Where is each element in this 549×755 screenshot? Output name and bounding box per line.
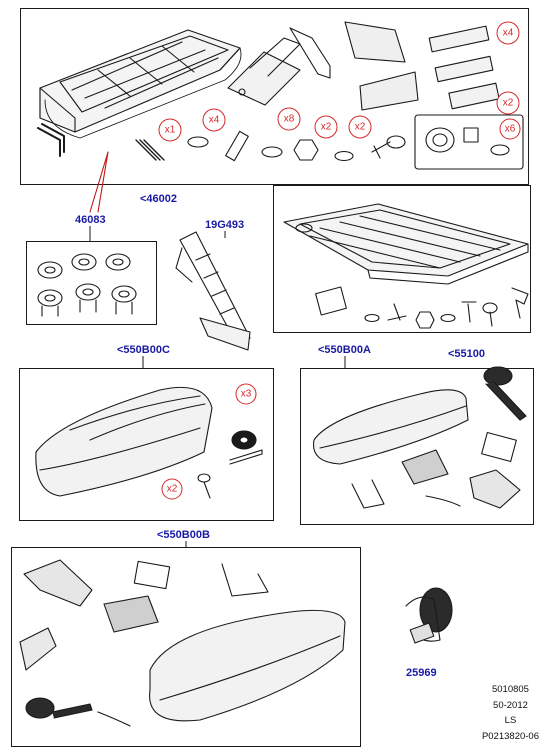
- plate-top: [428, 25, 490, 53]
- nut: [293, 139, 319, 161]
- handle-a: [425, 495, 461, 507]
- document-meta: 5010805 50-2012 LS P0213820-06: [482, 682, 539, 744]
- roof-tray-drawing: [39, 29, 242, 139]
- u-bolt-b: [221, 563, 269, 597]
- ring-bolt: [425, 127, 455, 153]
- washer-a: [187, 136, 209, 148]
- bolt: [225, 130, 249, 162]
- qty-key-c[interactable]: x2: [167, 484, 178, 495]
- grip-pad-b: [103, 595, 159, 633]
- screw-head: [386, 135, 406, 149]
- ring-washer: [490, 144, 510, 156]
- kit-label-ladder[interactable]: 19G493: [205, 219, 245, 231]
- key-c: [197, 473, 211, 499]
- kit-label-roof-box-c[interactable]: <550B00C: [117, 344, 170, 356]
- qty-callouts: [158, 21, 521, 500]
- washer-c: [334, 150, 354, 162]
- mount-bracket: [227, 27, 331, 106]
- ratchet-b: [23, 559, 93, 607]
- suction-pads-drawing: [37, 253, 137, 317]
- strap-roll-b: [25, 697, 93, 719]
- ring-nut: [463, 127, 479, 143]
- ratchet-a: [469, 469, 521, 509]
- qty-strap-c[interactable]: x3: [241, 389, 252, 400]
- roof-box-b-drawing: [149, 609, 346, 722]
- panel-suction-pads: [26, 241, 157, 325]
- roof-rack-drawing: [283, 203, 529, 285]
- kit-label-suction-pads[interactable]: 46083: [75, 214, 106, 226]
- meta-side: LS: [504, 715, 517, 726]
- handle-b: [97, 711, 131, 727]
- kit-label-roof-box-a[interactable]: <550B00A: [318, 344, 371, 356]
- kit-label-roof-tray[interactable]: <46002: [140, 193, 178, 205]
- spring: [135, 139, 165, 161]
- ladder-drawing: [175, 231, 251, 351]
- deflector-lower: [359, 71, 419, 111]
- kit-label-strap[interactable]: 25969: [406, 667, 437, 679]
- grip-pad-a: [401, 449, 449, 485]
- qty-top-clamp[interactable]: x2: [503, 98, 514, 109]
- qty-bolt[interactable]: x4: [209, 115, 220, 126]
- qty-ring-bolt[interactable]: x6: [505, 124, 516, 135]
- qty-screw[interactable]: x2: [355, 122, 366, 133]
- roof-box-a-drawing: [312, 389, 469, 465]
- base-plate-a: [481, 431, 517, 463]
- meta-part-number: 5010805: [491, 684, 529, 695]
- qty-washer[interactable]: x2: [321, 122, 332, 133]
- strap-roll-a: [483, 366, 527, 421]
- plate-mid: [434, 55, 494, 83]
- meta-date: 50-2012: [493, 699, 528, 711]
- base-plate-b: [133, 560, 171, 590]
- qty-spring[interactable]: x1: [165, 125, 176, 136]
- plate-low: [448, 82, 500, 110]
- meta-reference: P0213820-06: [481, 730, 539, 742]
- kit-label-roof-box-b[interactable]: <550B00B: [157, 529, 210, 541]
- qty-top-plate[interactable]: x4: [503, 28, 514, 39]
- allen-key: [37, 123, 65, 157]
- strap-roll-c: [229, 430, 263, 465]
- mount-bracket-b: [19, 627, 57, 671]
- leader-lines: [89, 151, 109, 213]
- u-bolt-a: [351, 479, 385, 509]
- washer-b: [261, 146, 283, 158]
- roof-rack-fittings: [315, 286, 529, 329]
- strap-25969-drawing: [405, 587, 453, 644]
- label-connectors: [89, 226, 346, 547]
- kit-label-roof-rack[interactable]: <55100: [448, 348, 486, 360]
- roof-box-c-drawing: [35, 386, 213, 497]
- deflector-upper: [344, 21, 406, 63]
- qty-nut[interactable]: x8: [284, 114, 295, 125]
- ring-bolt-box: [414, 114, 524, 170]
